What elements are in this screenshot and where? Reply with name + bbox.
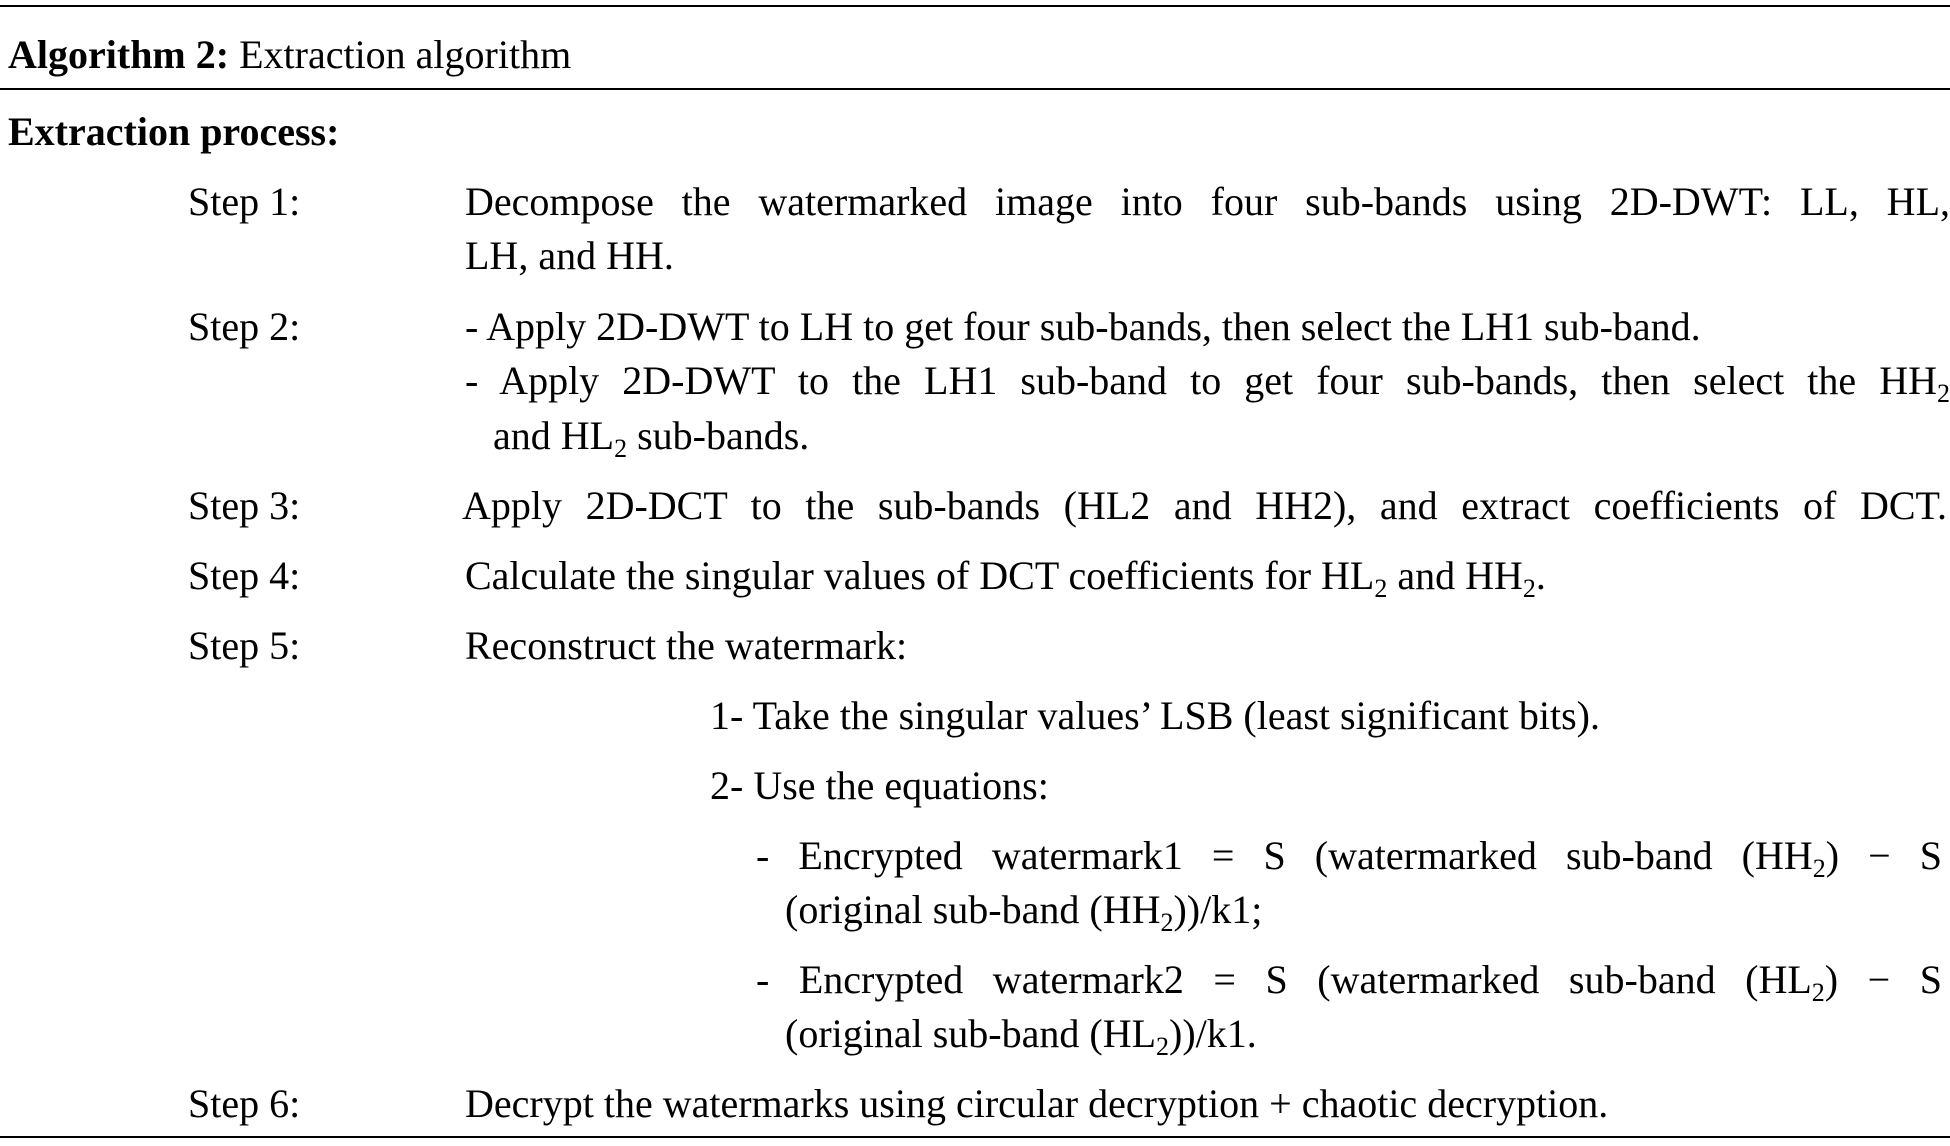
algorithm-caption: Algorithm 2: Extraction algorithm: [8, 31, 571, 79]
algorithm-label: Algorithm 2:: [8, 32, 230, 77]
step-5-text: Reconstruct the watermark:: [465, 623, 908, 668]
step-2-bullet-2: - Apply 2D-DWT to the LH1 sub-band to ge…: [465, 358, 1950, 408]
equation-2: - Encrypted watermark2 = S (watermarked …: [756, 957, 1942, 1007]
equation-1-cont: (original sub-band (HH2))/k1;: [785, 887, 1263, 937]
step-6-label: Step 6:: [188, 1081, 301, 1126]
step-4-label: Step 4:: [188, 553, 301, 598]
step-2-label: Step 2:: [188, 304, 301, 349]
step-5-item-1: 1- Take the singular values’ LSB (least …: [710, 693, 1600, 738]
step-3-text: Apply 2D-DCT to the sub-bands (HL2 and H…: [462, 483, 1947, 528]
step-2-bullet-1: - Apply 2D-DWT to LH to get four sub-ban…: [465, 304, 1701, 349]
step-1-line-1: Decompose the watermarked image into fou…: [465, 179, 1950, 224]
step-5-label: Step 5:: [188, 623, 301, 668]
section-heading: Extraction process:: [8, 109, 340, 154]
equation-2-cont: (original sub-band (HL2))/k1.: [785, 1011, 1257, 1061]
header-rule: [0, 88, 1950, 90]
bottom-rule: [0, 1136, 1950, 1138]
step-5-item-2: 2- Use the equations:: [710, 763, 1049, 808]
step-1-line-2: LH, and HH.: [465, 233, 674, 278]
step-4-text: Calculate the singular values of DCT coe…: [465, 553, 1546, 603]
step-3-label: Step 3:: [188, 483, 301, 528]
top-rule: [0, 5, 1950, 7]
step-2-bullet-2-cont: and HL2 sub-bands.: [493, 413, 810, 463]
step-6-text: Decrypt the watermarks using circular de…: [465, 1081, 1609, 1126]
equation-1: - Encrypted watermark1 = S (watermarked …: [756, 833, 1943, 883]
algorithm-title: Extraction algorithm: [239, 32, 572, 77]
step-1-label: Step 1:: [188, 179, 301, 224]
